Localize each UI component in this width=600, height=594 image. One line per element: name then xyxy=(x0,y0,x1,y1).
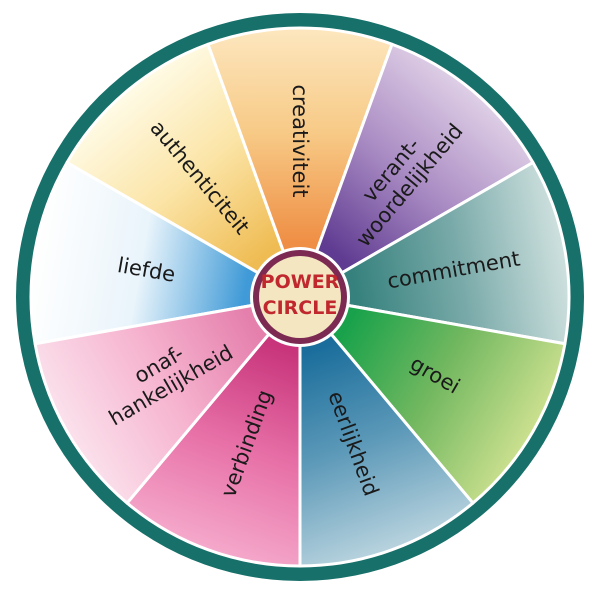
center-badge: POWER CIRCLE xyxy=(253,250,347,344)
segment-label-line: creativiteit xyxy=(288,84,312,197)
segment-verantwoordelijkheid xyxy=(298,42,535,299)
segment-creativiteit xyxy=(206,26,394,299)
segment-liefde xyxy=(29,161,302,346)
segments xyxy=(29,26,571,568)
center-title-line1: POWER xyxy=(261,271,340,293)
segment-label-creativiteit: creativiteit xyxy=(288,84,312,197)
segment-verbinding xyxy=(125,295,302,568)
segment-authenticiteit xyxy=(65,42,302,299)
segment-commitment xyxy=(298,161,571,346)
segment-eerlijkheid xyxy=(298,295,475,568)
segment-groei xyxy=(298,295,567,505)
center-title-line2: CIRCLE xyxy=(263,297,338,319)
segment-onafhankelijkheid xyxy=(33,295,302,505)
